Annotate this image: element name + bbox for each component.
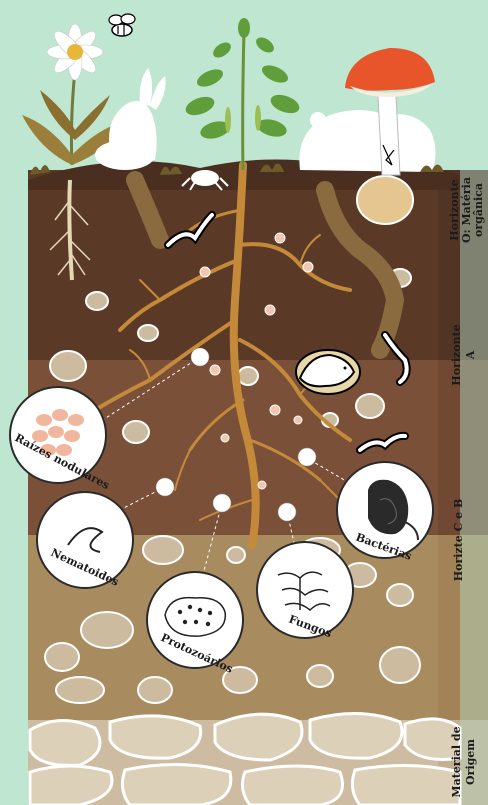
label-horizon-r-1: Material de: [450, 726, 463, 797]
label-horizon-r-2: Origem: [464, 739, 477, 785]
label-horizon-o-3: orgânica: [472, 183, 485, 237]
mushroom-bulb: [357, 176, 413, 224]
label-horizon-cb: Horizte C e B: [452, 499, 465, 582]
label-horizon-a-2: A: [464, 350, 477, 360]
mole: [296, 350, 360, 394]
label-horizon-a-1: Horizonte: [450, 324, 463, 385]
bear: [299, 110, 435, 172]
